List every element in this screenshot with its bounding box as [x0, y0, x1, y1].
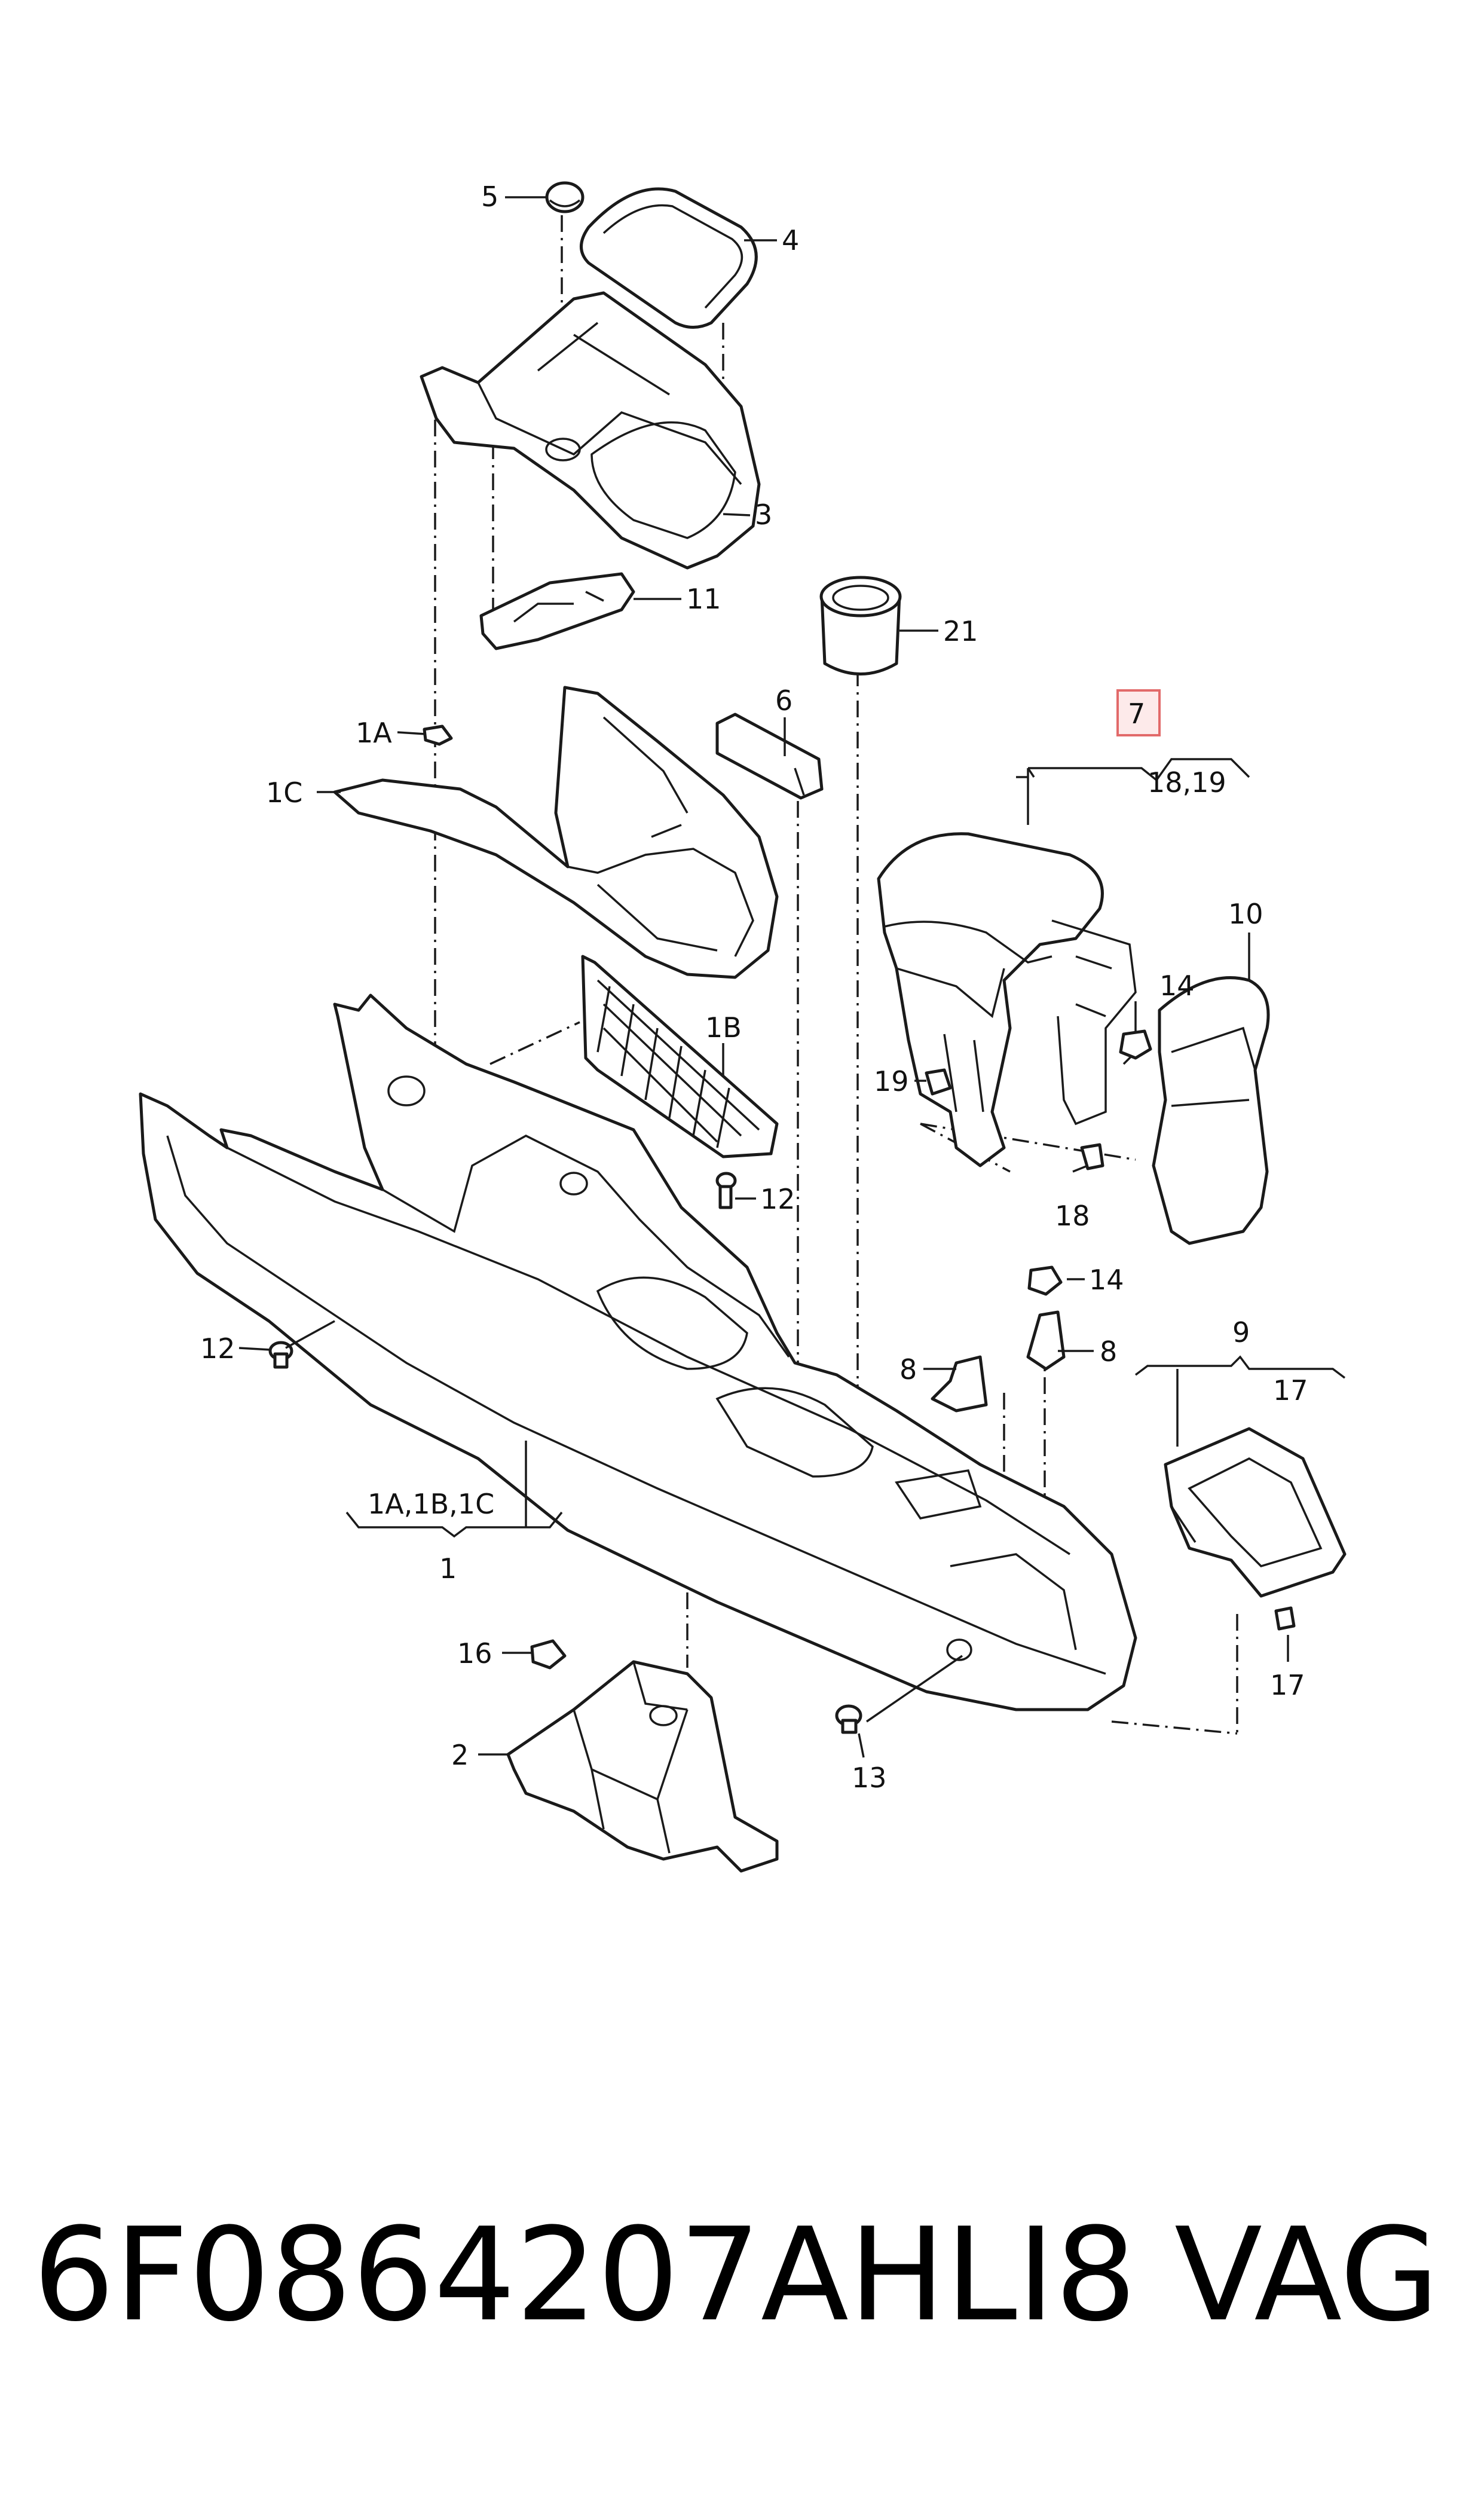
label-17b: 17 [1270, 1669, 1305, 1701]
label-1abc: 1A,1B,1C [368, 1488, 494, 1520]
screw-13 [835, 1704, 862, 1734]
part-3-upper-trim [420, 291, 761, 570]
label-19: 19 [874, 1065, 909, 1097]
nut-16 [530, 1639, 567, 1670]
label-9: 9 [1232, 1316, 1250, 1349]
label-18: 18 [1055, 1200, 1090, 1232]
part-21-cup-insert [819, 576, 902, 675]
part-1b-net-panel [581, 955, 779, 1158]
brand-name: VAG [1174, 2200, 1440, 2350]
callout-labels: 5 4 3 11 21 6 7 18,19 1A 1C 10 14 1B 19 … [200, 181, 1308, 1794]
label-14a: 14 [1159, 970, 1195, 1002]
part-9-rear-tray [1164, 1427, 1347, 1598]
label-14b: 14 [1089, 1264, 1124, 1296]
label-21: 21 [943, 615, 978, 647]
label-10: 10 [1228, 898, 1263, 930]
label-1c: 1C [266, 776, 302, 809]
part-2-lower-housing [506, 1660, 779, 1873]
part-11-bracket [479, 572, 635, 650]
label-8a: 8 [899, 1353, 917, 1386]
label-17a: 17 [1273, 1374, 1308, 1407]
label-8b: 8 [1100, 1335, 1117, 1368]
label-5: 5 [481, 181, 498, 213]
nut-14b [1027, 1265, 1063, 1296]
highlight-box [1116, 689, 1161, 736]
leader-lines [238, 196, 1346, 1758]
part-4-trim-insert [580, 187, 758, 329]
screw-12b [268, 1341, 293, 1369]
label-1a: 1A [356, 717, 392, 749]
nut-14a [1119, 1029, 1152, 1060]
label-13: 13 [852, 1762, 887, 1794]
label-1b: 1B [705, 1011, 742, 1044]
part-1-center-console [139, 993, 1137, 1711]
footer-caption: 6F0864207AHLI8 VAG [33, 2200, 1455, 2350]
label-16: 16 [457, 1637, 492, 1670]
label-1: 1 [439, 1552, 457, 1585]
part-number: 6F0864207AHLI8 [33, 2200, 1137, 2350]
label-12b: 12 [200, 1332, 235, 1365]
label-4: 4 [782, 224, 799, 256]
part-6-pad [715, 713, 824, 800]
label-11: 11 [686, 583, 721, 615]
label-3: 3 [755, 499, 772, 531]
label-7: 7 [1128, 698, 1145, 730]
screw-12a [715, 1172, 737, 1209]
part-5-cap [545, 181, 585, 213]
part-7-armrest [877, 832, 1137, 1167]
label-2: 2 [451, 1739, 469, 1771]
label-6: 6 [775, 684, 793, 717]
part-10-rear-cover [1152, 976, 1270, 1245]
part-1c-front-trim [333, 686, 779, 979]
label-18-19: 18,19 [1148, 766, 1226, 799]
label-12a: 12 [760, 1183, 795, 1215]
fasteners [268, 724, 1296, 1734]
